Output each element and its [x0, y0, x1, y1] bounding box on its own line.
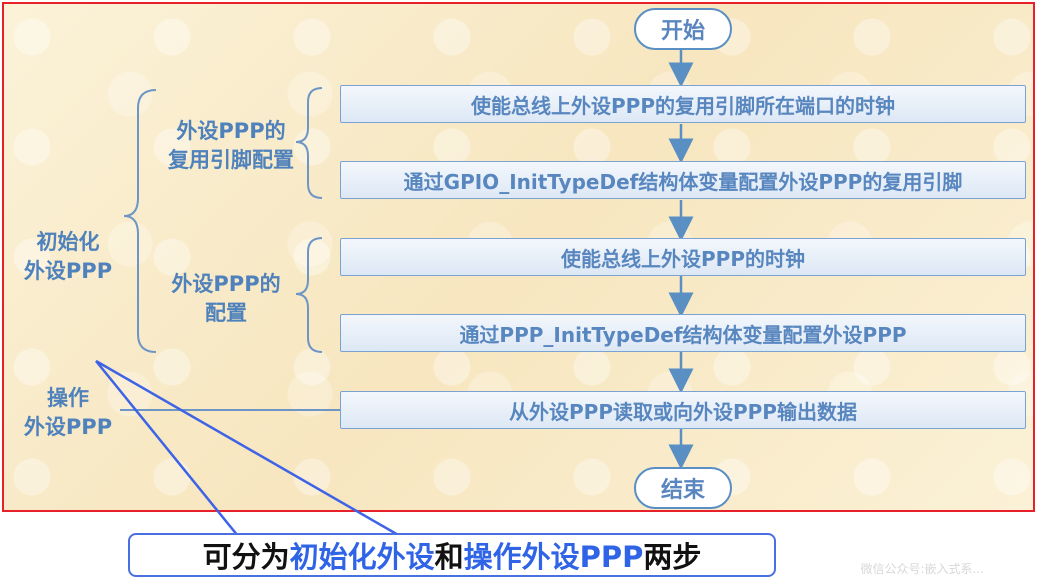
step-1-box: 使能总线上外设PPP的复用引脚所在端口的时钟	[340, 85, 1026, 123]
start-label: 开始	[660, 19, 705, 44]
step-4-box: 通过PPP_InitTypeDef结构体变量配置外设PPP	[340, 314, 1026, 352]
watermark: 微信公众号:嵌入式系...	[860, 562, 985, 576]
pin-config-group-label: 外设PPP的 复用引脚配置	[148, 117, 314, 175]
init-line-1: 初始化	[36, 230, 100, 254]
step-4-label: 通过PPP_InitTypeDef结构体变量配置外设PPP	[459, 322, 907, 347]
step-1-label: 使能总线上外设PPP的复用引脚所在端口的时钟	[471, 93, 895, 118]
operate-group-label: 操作 外设PPP	[10, 384, 126, 442]
summary-operate-highlight: 操作外设PPP	[463, 540, 644, 574]
step-5-box: 从外设PPP读取或向外设PPP输出数据	[340, 391, 1026, 429]
callout-lines	[95, 359, 401, 538]
summary-text-2: 和	[434, 540, 464, 574]
periph-config-line-1: 外设PPP的	[171, 272, 281, 296]
start-node: 开始	[634, 8, 732, 50]
pin-config-line-2: 复用引脚配置	[168, 148, 294, 172]
step-3-label: 使能总线上外设PPP的时钟	[561, 246, 805, 271]
step-3-box: 使能总线上外设PPP的时钟	[340, 238, 1026, 276]
init-line-2: 外设PPP	[23, 259, 113, 283]
operate-line-1: 操作	[47, 386, 89, 410]
step-2-label: 通过GPIO_InitTypeDef结构体变量配置外设PPP的复用引脚	[403, 169, 963, 194]
operate-line-2: 外设PPP	[23, 415, 113, 439]
summary-init-highlight: 初始化外设	[289, 540, 435, 574]
periph-config-line-2: 配置	[205, 301, 247, 325]
periph-config-group-label: 外设PPP的 配置	[148, 270, 304, 328]
summary-text-3: 两步	[643, 540, 702, 574]
summary-text-1: 可分为	[202, 540, 290, 574]
init-group-label: 初始化 外设PPP	[10, 228, 126, 286]
group-braces	[123, 87, 323, 353]
end-node: 结束	[634, 467, 732, 509]
end-label: 结束	[660, 478, 705, 503]
step-5-label: 从外设PPP读取或向外设PPP输出数据	[509, 399, 857, 424]
step-2-box: 通过GPIO_InitTypeDef结构体变量配置外设PPP的复用引脚	[340, 161, 1026, 199]
pin-config-line-1: 外设PPP的	[176, 119, 286, 143]
